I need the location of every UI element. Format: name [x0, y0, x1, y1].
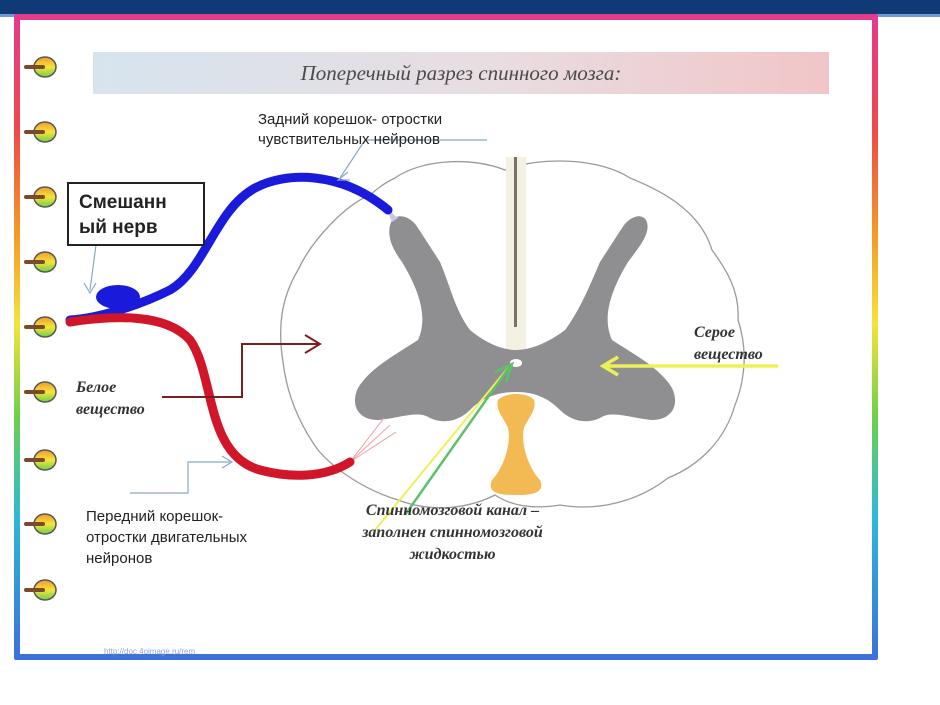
binder-ring-icon: [24, 578, 58, 602]
anterior-root-pointer: [130, 461, 230, 494]
binder-ring-icon: [24, 380, 58, 404]
mixed-nerve-box: Смешанн ый нерв: [67, 182, 205, 246]
canal-pointer-yellow: [374, 367, 509, 531]
binder-ring-icon: [24, 120, 58, 144]
diagram-title: Поперечный разрез спинного мозга:: [300, 61, 622, 85]
motor-root: [65, 313, 355, 480]
gray-matter: [354, 216, 676, 422]
slide-top-bar: [0, 0, 940, 14]
gray-matter-label: Серое вещество: [694, 324, 763, 363]
binder-ring-icon: [24, 55, 58, 79]
binder-ring-icon: [24, 315, 58, 339]
binder-ring-icon: [24, 250, 58, 274]
spinal-ganglion: [96, 285, 140, 309]
central-canal: [510, 359, 522, 367]
white-matter-pointer: [162, 343, 318, 398]
central-canal-label: Спинномозговой канал – заполнен спинномо…: [362, 502, 543, 563]
anterior-fissure: [490, 394, 542, 495]
image-credit: http://doc.4oimage.ru/rem: [104, 647, 196, 656]
binder-ring-icon: [24, 512, 58, 536]
binder-ring-icon: [24, 448, 58, 472]
binder-ring-icon: [24, 185, 58, 209]
mixed-nerve-label: Смешанн ый нерв: [79, 192, 167, 238]
posterior-root-pointer: [339, 139, 487, 179]
posterior-root-label: Задний корешок- отростки чувствительных …: [258, 111, 443, 148]
white-matter-label: Белое вещество: [76, 379, 145, 418]
canal-pointer-green: [403, 365, 512, 516]
anterior-root-label: Передний корешок- отростки двигательных …: [86, 508, 247, 567]
slide-top-accent: [0, 14, 940, 17]
mixed-nerve-pointer: [89, 244, 97, 291]
title-band: Поперечный разрез спинного мозга:: [93, 52, 829, 94]
